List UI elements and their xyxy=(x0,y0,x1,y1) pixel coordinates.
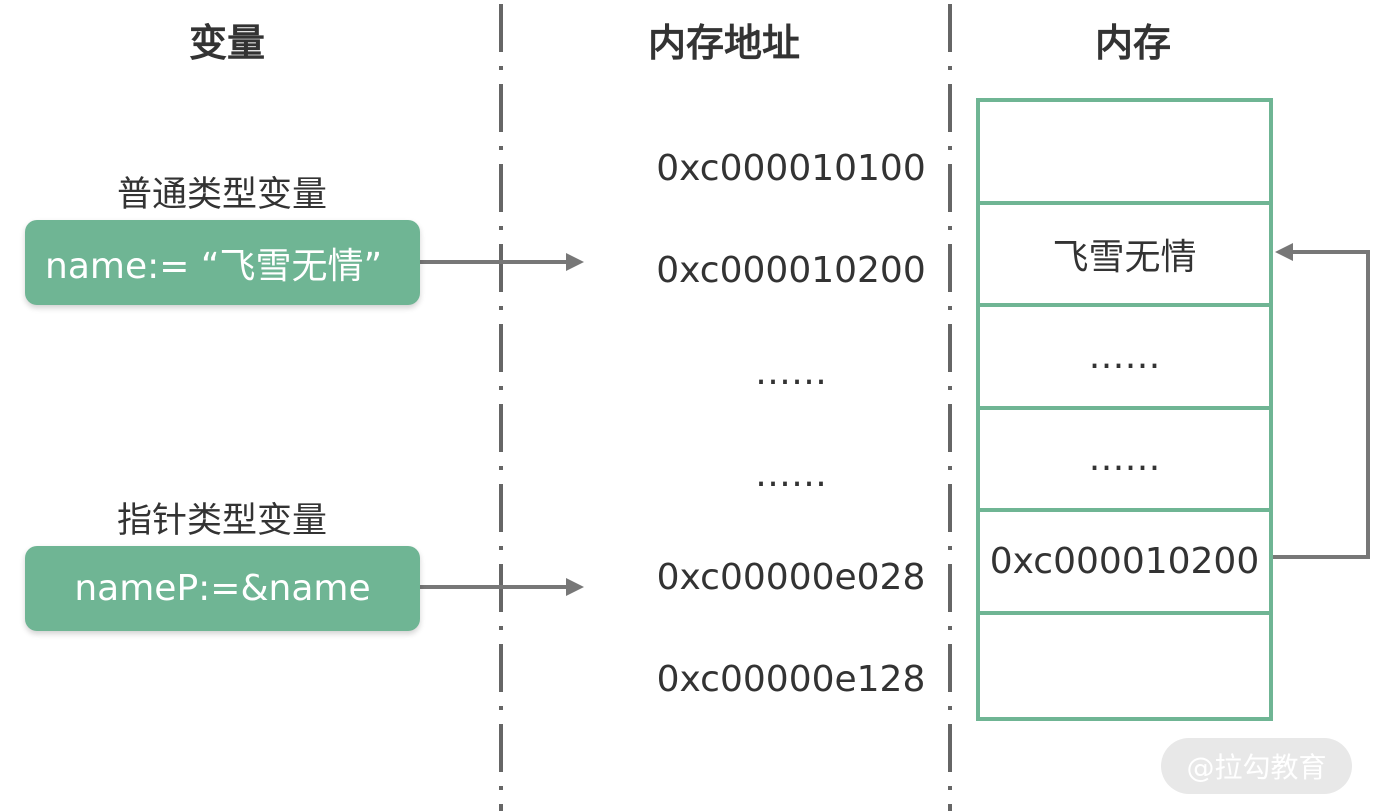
address-item: …… xyxy=(755,454,827,495)
memory-cell: 飞雪无情 xyxy=(980,205,1269,307)
memory-cell xyxy=(980,615,1269,718)
watermark-text: @拉勾教育 xyxy=(1186,751,1327,784)
variable-column-header: 变量 xyxy=(188,21,265,65)
arrow-pointer-head xyxy=(566,578,584,596)
address-item: …… xyxy=(755,352,827,393)
normal-variable-label: 普通类型变量 xyxy=(116,175,327,215)
address-item: 0xc00000e028 xyxy=(656,557,926,598)
memory-cell: …… xyxy=(980,307,1269,410)
memory-column-header: 内存 xyxy=(1094,21,1171,65)
memory-cell: 0xc000010200 xyxy=(980,512,1269,615)
memory-cell xyxy=(980,102,1269,205)
memory-block: 飞雪无情 …… …… 0xc000010200 xyxy=(976,98,1273,721)
pointer-variable-label: 指针类型变量 xyxy=(116,501,327,541)
address-item: 0xc00000e128 xyxy=(656,659,926,700)
normal-variable-box: name:= “飞雪无情” xyxy=(25,220,420,305)
address-column-header: 内存地址 xyxy=(647,21,800,65)
memory-cell: …… xyxy=(980,410,1269,512)
arrow-memory-head xyxy=(1275,243,1293,261)
watermark-badge: @拉勾教育 xyxy=(1161,738,1352,794)
pointer-variable-box: nameP:=&name xyxy=(25,546,420,631)
pointer-variable-code: nameP:=&name xyxy=(74,568,371,609)
arrow-name-head xyxy=(566,253,584,271)
address-item: 0xc000010200 xyxy=(656,250,926,291)
normal-variable-code: name:= “飞雪无情” xyxy=(45,245,383,287)
address-item: 0xc000010100 xyxy=(656,148,926,189)
arrow-memory-loop xyxy=(1273,250,1370,559)
